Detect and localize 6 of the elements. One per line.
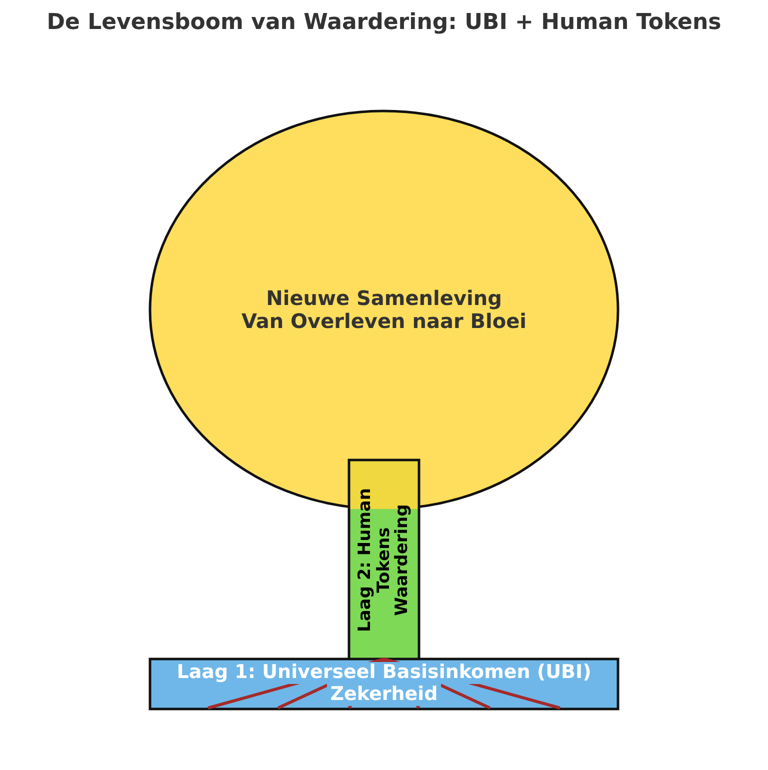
node-subtext: Waardering [393, 504, 412, 616]
node-subtext: Zekerheid [327, 684, 441, 706]
node-heading: Nieuwe Samenleving [266, 287, 502, 310]
node-subtext: Van Overleven naar Bloei [241, 310, 527, 333]
diagram-title: De Levensboom van Waardering: UBI + Human Tokens [46, 10, 722, 35]
node-heading: Laag 2: Human Tokens [356, 486, 394, 634]
